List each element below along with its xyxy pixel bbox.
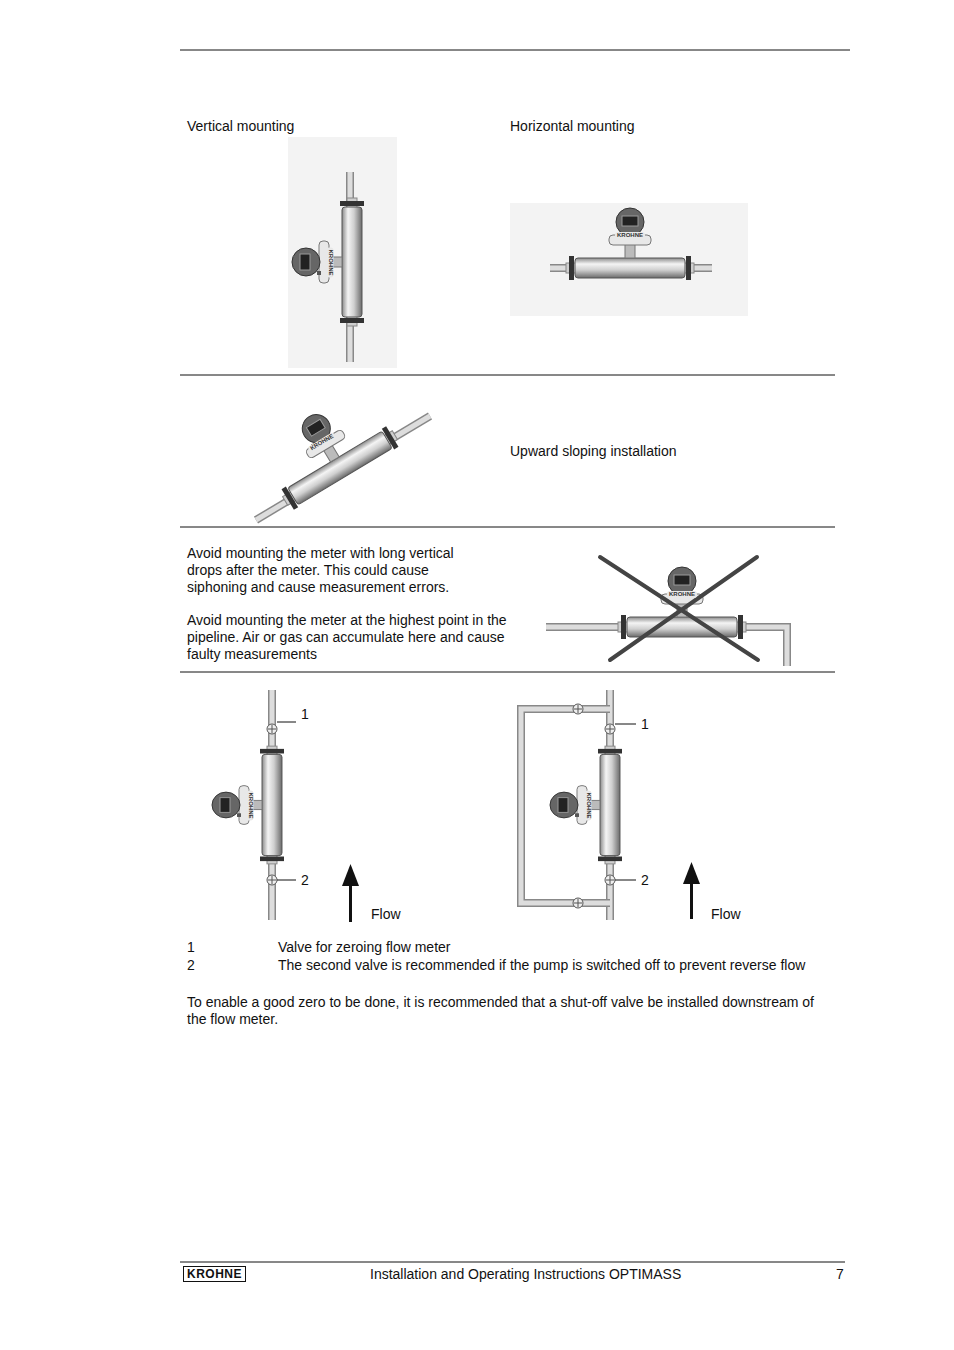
flow-label: Flow [371, 906, 401, 923]
heading: Upward sloping installation [510, 443, 677, 460]
callout-number: 2 [641, 872, 649, 889]
nameplate: KROHNE [584, 790, 591, 820]
callout-number: 1 [641, 716, 649, 733]
callout-number: 2 [301, 872, 309, 889]
nameplate: KROHNE [246, 790, 253, 820]
page-number: 7 [836, 1266, 844, 1283]
legend-text: Valve for zeroing flow meter [278, 939, 450, 956]
nameplate: KROHNE [667, 591, 697, 598]
heading: Vertical mounting [187, 118, 294, 135]
callout-number: 1 [301, 706, 309, 723]
flow-label: Flow [711, 906, 741, 923]
heading: Horizontal mounting [510, 118, 635, 135]
body-text: To enable a good zero to be done, it is … [187, 994, 832, 1028]
brand-logo: KROHNE [183, 1266, 246, 1282]
legend-text: The second valve is recommended if the p… [278, 957, 805, 974]
note-text: Avoid mounting the meter at the highest … [187, 612, 507, 663]
note-text: Avoid mounting the meter with long verti… [187, 545, 477, 596]
nameplate: KROHNE [615, 232, 645, 239]
footer-title: Installation and Operating Instructions … [370, 1266, 681, 1283]
legend-number: 2 [187, 957, 195, 974]
nameplate: KROHNE [326, 247, 333, 277]
legend-number: 1 [187, 939, 195, 956]
